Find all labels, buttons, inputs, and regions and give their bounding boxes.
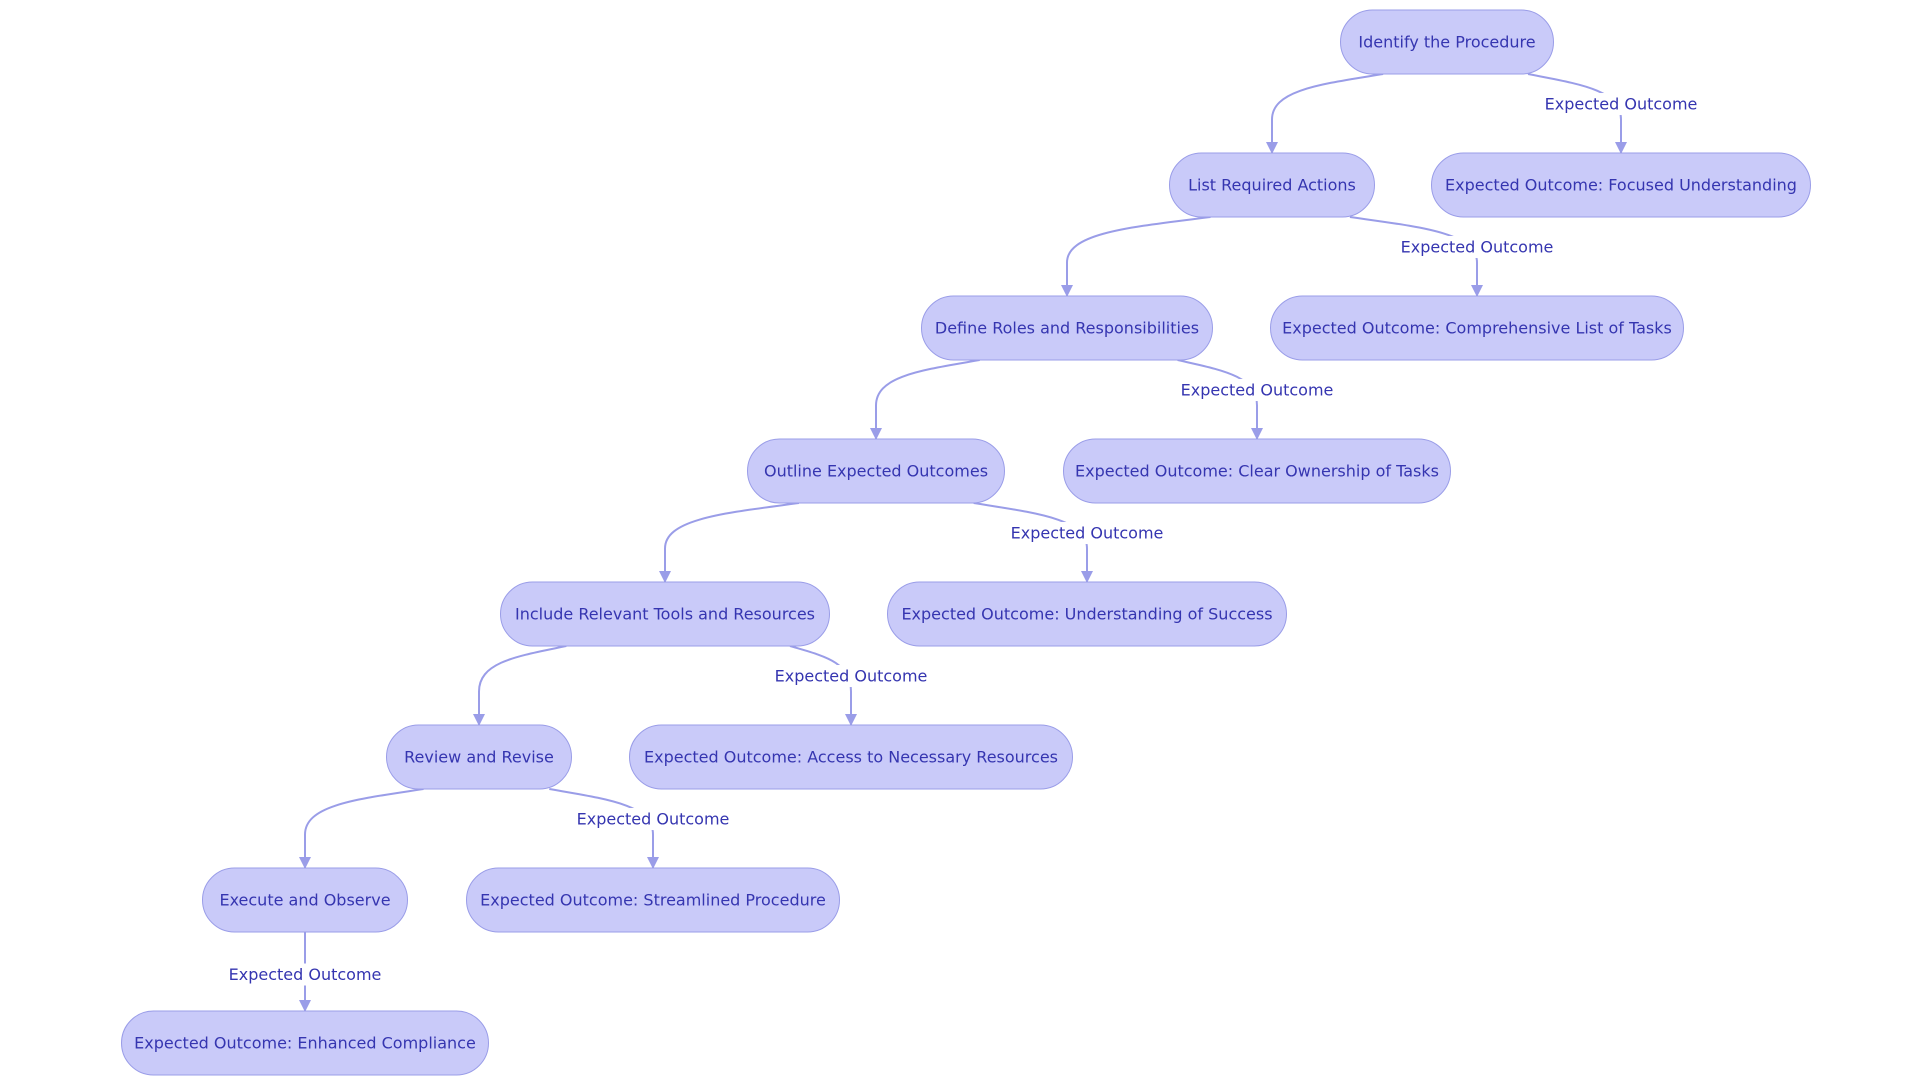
edge-outline-to-include-tools bbox=[659, 502, 800, 583]
edge-include-tools-to-out-resources bbox=[789, 645, 857, 726]
node-out-ownership: Expected Outcome: Clear Ownership of Tas… bbox=[1063, 438, 1451, 504]
node-out-resources: Expected Outcome: Access to Necessary Re… bbox=[629, 724, 1073, 790]
node-box bbox=[1270, 295, 1684, 361]
node-box bbox=[1340, 9, 1554, 75]
edge-review-to-out-streamlined bbox=[549, 788, 659, 869]
edge-label-background bbox=[1182, 379, 1332, 402]
edge-list-actions-to-define-roles bbox=[1061, 216, 1211, 297]
edge-label: Expected Outcome bbox=[229, 965, 382, 984]
edge-label-group: Expected Outcome bbox=[775, 665, 928, 688]
node-box bbox=[1431, 152, 1811, 218]
edge-label-background bbox=[230, 963, 380, 986]
edge-label: Expected Outcome bbox=[577, 810, 730, 829]
edge-identify-to-list-actions bbox=[1266, 73, 1384, 154]
node-box bbox=[202, 867, 408, 933]
edge-label: Expected Outcome bbox=[1181, 381, 1334, 400]
edge-label: Expected Outcome bbox=[775, 667, 928, 686]
edge-label-group: Expected Outcome bbox=[1545, 93, 1698, 116]
node-box bbox=[466, 867, 840, 933]
node-define-roles: Define Roles and Responsibilities bbox=[921, 295, 1213, 361]
edge-label-group: Expected Outcome bbox=[229, 963, 382, 986]
node-out-success: Expected Outcome: Understanding of Succe… bbox=[887, 581, 1287, 647]
node-review: Review and Revise bbox=[386, 724, 572, 790]
edge-label-group: Expected Outcome bbox=[1181, 379, 1334, 402]
node-box bbox=[1063, 438, 1451, 504]
node-execute: Execute and Observe bbox=[202, 867, 408, 933]
edge-label-group: Expected Outcome bbox=[577, 808, 730, 831]
edge-outline-to-out-success bbox=[973, 502, 1093, 583]
edge-identify-to-out-focused bbox=[1527, 73, 1627, 154]
node-box bbox=[1169, 152, 1375, 218]
node-label: Review and Revise bbox=[404, 748, 554, 767]
node-box bbox=[747, 438, 1005, 504]
edge-label-background bbox=[1546, 93, 1696, 116]
node-out-streamlined: Expected Outcome: Streamlined Procedure bbox=[466, 867, 840, 933]
node-box bbox=[386, 724, 572, 790]
node-label: Expected Outcome: Access to Necessary Re… bbox=[644, 748, 1058, 767]
node-out-tasks: Expected Outcome: Comprehensive List of … bbox=[1270, 295, 1684, 361]
node-label: Execute and Observe bbox=[219, 891, 390, 910]
edge-define-roles-to-out-ownership bbox=[1177, 359, 1263, 440]
edge-list-actions-to-out-tasks bbox=[1349, 216, 1483, 297]
node-label: Expected Outcome: Streamlined Procedure bbox=[480, 891, 826, 910]
node-box bbox=[500, 581, 830, 647]
node-box bbox=[887, 581, 1287, 647]
node-label: Expected Outcome: Focused Understanding bbox=[1445, 176, 1797, 195]
node-label: Expected Outcome: Comprehensive List of … bbox=[1282, 319, 1672, 338]
node-box bbox=[121, 1010, 489, 1076]
edge-define-roles-to-outline bbox=[870, 359, 980, 440]
edge-label: Expected Outcome bbox=[1401, 238, 1554, 257]
node-out-compliance: Expected Outcome: Enhanced Compliance bbox=[121, 1010, 489, 1076]
node-include-tools: Include Relevant Tools and Resources bbox=[500, 581, 830, 647]
node-label: Define Roles and Responsibilities bbox=[935, 319, 1199, 338]
node-list-actions: List Required Actions bbox=[1169, 152, 1375, 218]
node-label: Expected Outcome: Understanding of Succe… bbox=[901, 605, 1272, 624]
node-label: Identify the Procedure bbox=[1358, 33, 1535, 52]
node-outline: Outline Expected Outcomes bbox=[747, 438, 1005, 504]
edge-label-background bbox=[1402, 236, 1552, 259]
edge-review-to-execute bbox=[299, 788, 424, 869]
edge-label-group: Expected Outcome bbox=[1401, 236, 1554, 259]
edge-include-tools-to-review bbox=[473, 645, 567, 726]
edge-label-group: Expected Outcome bbox=[1011, 522, 1164, 545]
edge-label-background bbox=[1012, 522, 1162, 545]
node-out-focused: Expected Outcome: Focused Understanding bbox=[1431, 152, 1811, 218]
node-label: Include Relevant Tools and Resources bbox=[515, 605, 815, 624]
edge-label-background bbox=[776, 665, 926, 688]
node-label: List Required Actions bbox=[1188, 176, 1356, 195]
edge-label: Expected Outcome bbox=[1011, 524, 1164, 543]
edge-label-background bbox=[578, 808, 728, 831]
node-identify: Identify the Procedure bbox=[1340, 9, 1554, 75]
edge-label: Expected Outcome bbox=[1545, 95, 1698, 114]
node-label: Expected Outcome: Clear Ownership of Tas… bbox=[1075, 462, 1439, 481]
node-label: Outline Expected Outcomes bbox=[764, 462, 988, 481]
node-box bbox=[629, 724, 1073, 790]
node-label: Expected Outcome: Enhanced Compliance bbox=[134, 1034, 476, 1053]
node-box bbox=[921, 295, 1213, 361]
